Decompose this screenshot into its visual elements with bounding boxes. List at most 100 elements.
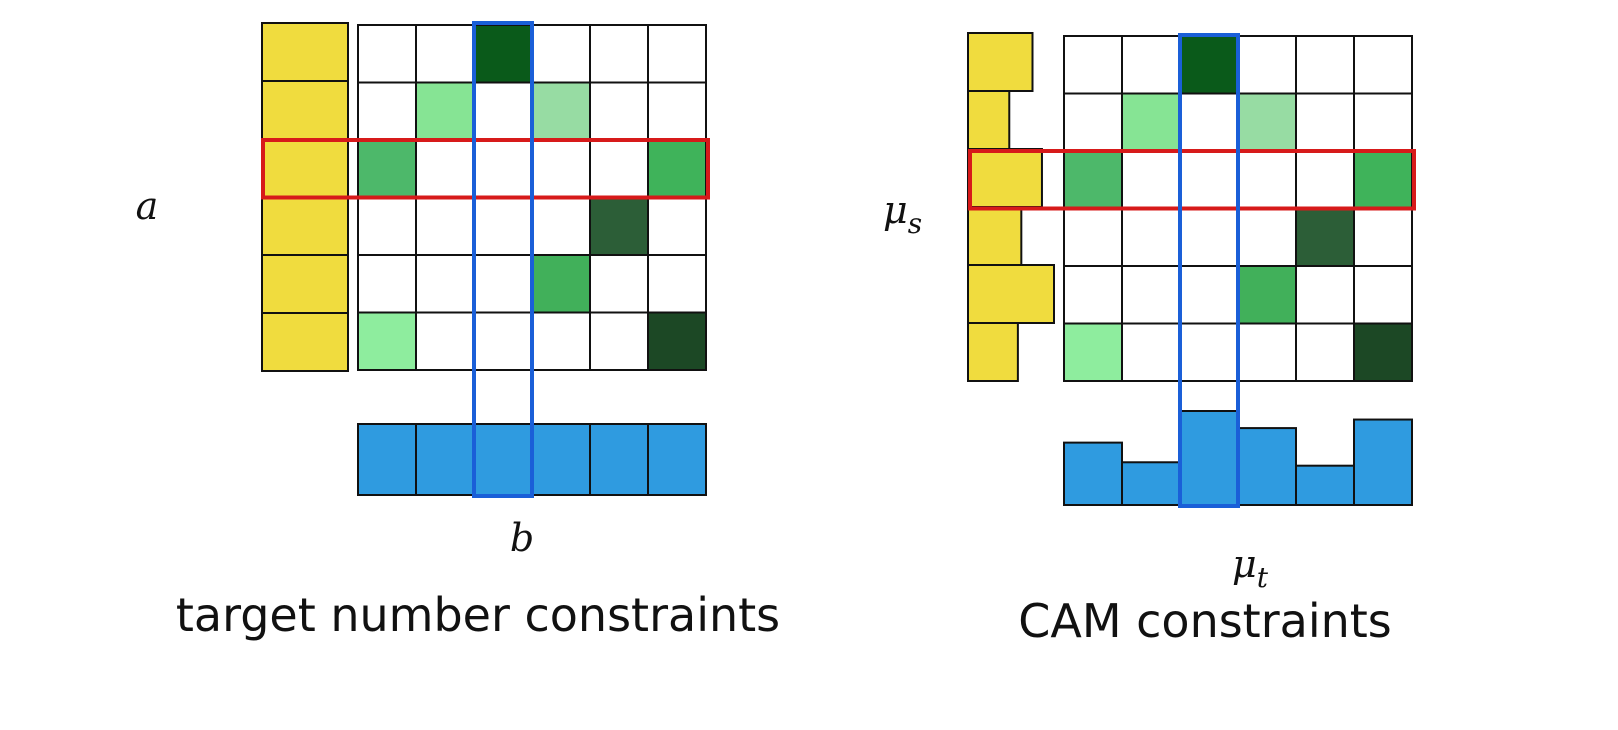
right-row-marginal-bar-2: [967, 148, 1043, 208]
right-matrix-cell-r0-c3: [1237, 35, 1297, 95]
left-matrix-cell-r5-c0: [357, 311, 417, 371]
right-row-marginal-bar-0: [967, 32, 1034, 92]
left-matrix-cell-r3-c0: [357, 196, 417, 256]
right-column-marginal-bar-3: [1237, 427, 1297, 506]
right-matrix-cell-r5-c4: [1295, 322, 1355, 382]
right-column-marginal-bar-5: [1353, 418, 1413, 506]
right-matrix-cell-r3-c1: [1121, 207, 1181, 267]
right-matrix-cell-r1-c0: [1063, 92, 1123, 152]
right-panel: μs μt CAM constraints: [883, 32, 1416, 648]
left-row-marginal-bar-4: [261, 254, 349, 314]
right-matrix-cell-r2-c2: [1179, 150, 1239, 210]
right-column-marginal-bar-1: [1121, 461, 1181, 507]
right-matrix-cell-r5-c2: [1179, 322, 1239, 382]
left-column-marginal-bar-5: [647, 423, 707, 496]
left-matrix-cell-r5-c1: [415, 311, 475, 371]
right-matrix-cell-r1-c3: [1237, 92, 1297, 152]
label-b: b: [510, 516, 534, 560]
left-row-marginal-bar-5: [261, 312, 349, 372]
left-column-marginal-bars: [357, 423, 707, 496]
label-mu-s: μs: [883, 188, 922, 240]
right-matrix-cell-r0-c2: [1179, 35, 1239, 95]
right-matrix-cell-r3-c5: [1353, 207, 1413, 267]
right-highlight-boxes: [968, 33, 1416, 508]
left-matrix-cell-r5-c2: [473, 311, 533, 371]
left-column-marginal-bar-4: [589, 423, 649, 496]
left-matrix-cell-r0-c0: [357, 24, 417, 84]
label-a: a: [136, 184, 159, 228]
left-matrix-cell-r1-c4: [589, 81, 649, 141]
left-matrix-cell-r4-c0: [357, 254, 417, 314]
left-matrix-cell-r3-c5: [647, 196, 707, 256]
right-matrix-cell-r4-c4: [1295, 265, 1355, 325]
right-matrix-cell-r1-c5: [1353, 92, 1413, 152]
right-matrix-cell-r1-c4: [1295, 92, 1355, 152]
left-matrix-cell-r3-c4: [589, 196, 649, 256]
left-matrix-cell-r2-c2: [473, 139, 533, 199]
right-matrix-cell-r2-c4: [1295, 150, 1355, 210]
left-matrix-cell-r0-c5: [647, 24, 707, 84]
right-matrix-cell-r2-c0: [1063, 150, 1123, 210]
right-matrix-cell-r4-c5: [1353, 265, 1413, 325]
label-mu-t-base: μ: [1232, 542, 1257, 586]
right-matrix-cell-r1-c1: [1121, 92, 1181, 152]
left-matrix-cell-r4-c5: [647, 254, 707, 314]
left-matrix-cell-r1-c2: [473, 81, 533, 141]
right-matrix-cell-r4-c1: [1121, 265, 1181, 325]
right-matrix-cell-r0-c4: [1295, 35, 1355, 95]
left-matrix-cell-r0-c1: [415, 24, 475, 84]
right-matrix-cell-r3-c2: [1179, 207, 1239, 267]
left-column-marginal-bar-0: [357, 423, 417, 496]
left-matrix-cell-r5-c4: [589, 311, 649, 371]
left-row-marginal-bar-2: [261, 138, 349, 198]
right-row-marginal-bar-5: [967, 322, 1019, 382]
left-matrix-cell-r3-c1: [415, 196, 475, 256]
left-matrix-cell-r0-c3: [531, 24, 591, 84]
left-matrix-cell-r3-c3: [531, 196, 591, 256]
left-matrix-cell-r5-c5: [647, 311, 707, 371]
right-matrix-cell-r5-c5: [1353, 322, 1413, 382]
left-column-marginal-bar-1: [415, 423, 475, 496]
left-caption: target number constraints: [176, 588, 780, 642]
right-matrix-cell-r3-c0: [1063, 207, 1123, 267]
left-matrix-cell-r0-c2: [473, 24, 533, 84]
left-column-marginal-bar-3: [531, 423, 591, 496]
right-matrix-cell-r0-c0: [1063, 35, 1123, 95]
left-matrix-cell-r1-c1: [415, 81, 475, 141]
right-matrix-cell-r5-c3: [1237, 322, 1297, 382]
left-matrix-cell-r0-c4: [589, 24, 649, 84]
left-matrix-cell-r4-c1: [415, 254, 475, 314]
right-matrix-cell-r0-c5: [1353, 35, 1413, 95]
left-matrix-cell-r3-c2: [473, 196, 533, 256]
right-matrix-cell-r3-c3: [1237, 207, 1297, 267]
left-matrix-cell-r2-c3: [531, 139, 591, 199]
right-row-highlight-box: [968, 149, 1416, 211]
right-matrix-cell-r2-c1: [1121, 150, 1181, 210]
label-mu-s-subscript: s: [908, 207, 922, 240]
right-matrix-cell-r5-c0: [1063, 322, 1123, 382]
left-row-marginal-bar-1: [261, 80, 349, 140]
right-row-marginal-bar-1: [967, 90, 1011, 150]
label-mu-s-base: μ: [883, 188, 908, 232]
right-matrix-cell-r4-c0: [1063, 265, 1123, 325]
left-row-marginal-bar-0: [261, 22, 349, 82]
left-matrix-cell-r2-c4: [589, 139, 649, 199]
right-caption: CAM constraints: [1018, 594, 1392, 648]
right-matrix-cell-r5-c1: [1121, 322, 1181, 382]
right-row-marginal-histogram: [967, 32, 1055, 382]
right-column-marginal-bar-4: [1295, 464, 1355, 507]
right-row-marginal-bar-3: [967, 206, 1023, 266]
right-column-marginal-bar-0: [1063, 441, 1123, 507]
right-matrix-cell-r4-c3: [1237, 265, 1297, 325]
right-matrix-cell-r3-c4: [1295, 207, 1355, 267]
left-column-marginal-bar-2: [473, 423, 533, 496]
left-matrix-cell-r4-c2: [473, 254, 533, 314]
right-matrix-cell-r2-c3: [1237, 150, 1297, 210]
left-matrix-cell-r4-c4: [589, 254, 649, 314]
left-matrix-cell-r2-c0: [357, 139, 417, 199]
left-matrix-cell-r5-c3: [531, 311, 591, 371]
left-matrix-cell-r4-c3: [531, 254, 591, 314]
left-panel: a b target number constraints: [136, 21, 780, 642]
left-column-highlight-box: [472, 21, 534, 498]
